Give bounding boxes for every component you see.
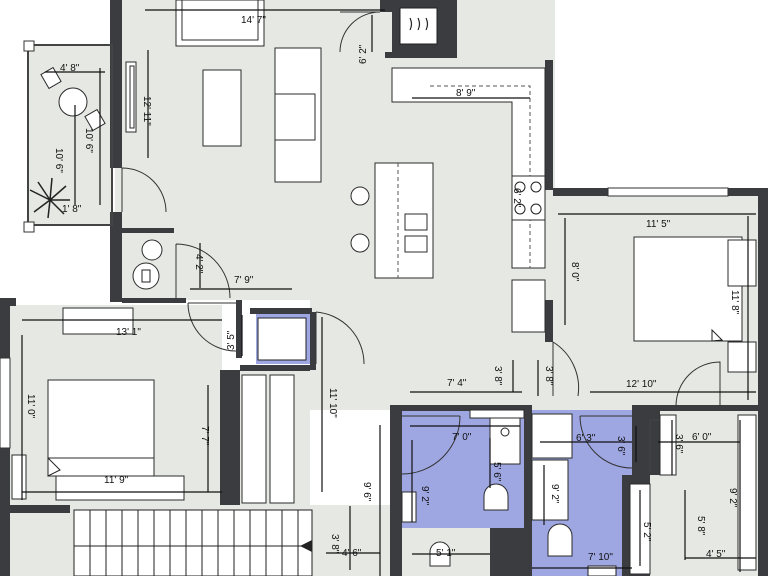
staircase bbox=[73, 509, 313, 576]
plant-icon bbox=[29, 177, 70, 219]
dim-bedroom1-depth: 11' 8" bbox=[729, 290, 740, 315]
dimension-lines bbox=[21, 9, 756, 576]
dim-closet3-width: 6' 0" bbox=[692, 432, 712, 443]
main-floor bbox=[115, 0, 555, 300]
dim-hall-c: 3' 8" bbox=[543, 366, 554, 386]
bathroom-2 bbox=[531, 413, 633, 576]
laundry bbox=[132, 239, 231, 299]
dim-bath1-bottom: 5' 1" bbox=[436, 548, 456, 559]
dim-bedroom2-depth: 11' 0" bbox=[25, 394, 36, 419]
dim-hall-length: 11' 10" bbox=[327, 388, 338, 418]
dim-balcony-small: 1' 8" bbox=[62, 204, 82, 215]
dim-bath1-width: 7' 0" bbox=[452, 432, 472, 443]
dim-bedroom2-bottom: 11' 9" bbox=[104, 475, 129, 486]
living-room bbox=[121, 0, 322, 213]
dim-closet-depth: 7' 7" bbox=[199, 426, 210, 446]
dim-bedroom1-width: 11' 5" bbox=[646, 219, 671, 230]
bedroom-2 bbox=[0, 302, 237, 501]
dim-balcony-depth-a: 10' 6" bbox=[53, 148, 64, 173]
dim-entry-depth: 6' 2" bbox=[358, 44, 369, 64]
dim-balcony-width: 4' 8" bbox=[60, 63, 80, 74]
cooktop-icon bbox=[514, 181, 542, 215]
dim-wic-depth: 9' 2" bbox=[727, 488, 738, 508]
dim-bath2-bottom: 7' 10" bbox=[588, 552, 613, 563]
dim-stair-b: 4' 6" bbox=[342, 548, 362, 559]
dim-hall-b: 3' 8" bbox=[492, 366, 503, 386]
dim-bath2-door: 3' 6" bbox=[615, 436, 626, 456]
dim-bath2-depth: 9' 2" bbox=[549, 484, 560, 504]
dim-living-depth: 12' 11" bbox=[141, 96, 152, 126]
dim-hall-a: 7' 4" bbox=[447, 378, 467, 389]
dim-wic-shelf: 5' 2" bbox=[641, 522, 652, 542]
dim-kitchen-width: 8' 9" bbox=[456, 88, 476, 99]
dim-bedroom1-closet: 8' 0" bbox=[569, 262, 580, 282]
balcony bbox=[23, 40, 113, 233]
dimension-labels: 14' 7" 6' 2" 4' 8" 10' 6" 10' 6" 1' 8" 1… bbox=[25, 15, 740, 563]
dim-cooktop-note: 6' 2" bbox=[511, 188, 522, 208]
dim-closet-width: 3' 5" bbox=[226, 330, 237, 350]
dim-stair-depth: 9' 6" bbox=[361, 482, 372, 502]
dim-wic-bottom: 4' 5" bbox=[706, 549, 726, 560]
kitchen bbox=[350, 67, 546, 333]
fireplace bbox=[339, 0, 445, 53]
dim-bath1-depth: 9' 2" bbox=[419, 486, 430, 506]
dim-bath1-vanity: 5' 6" bbox=[491, 462, 502, 482]
walk-in-closet bbox=[629, 414, 757, 575]
dim-closet3-side: 3' 6" bbox=[673, 434, 684, 454]
bedroom-1 bbox=[552, 187, 757, 407]
dim-bedroom2-width: 13' 1" bbox=[116, 327, 141, 338]
fireplace-icon bbox=[409, 17, 429, 31]
dim-hall-d: 12' 10" bbox=[626, 379, 657, 390]
dim-living-width: 14' 7" bbox=[241, 15, 266, 26]
dim-bath2-width: 6' 3" bbox=[576, 433, 596, 444]
dim-stair-a: 3' 8" bbox=[329, 534, 340, 554]
dim-wic-inner: 5' 8" bbox=[695, 516, 706, 536]
dim-laundry: 4' 2" bbox=[193, 254, 204, 274]
dim-hall-width: 7' 9" bbox=[234, 275, 254, 286]
closets bbox=[241, 311, 365, 504]
dim-balcony-depth-b: 10' 6" bbox=[83, 128, 94, 153]
